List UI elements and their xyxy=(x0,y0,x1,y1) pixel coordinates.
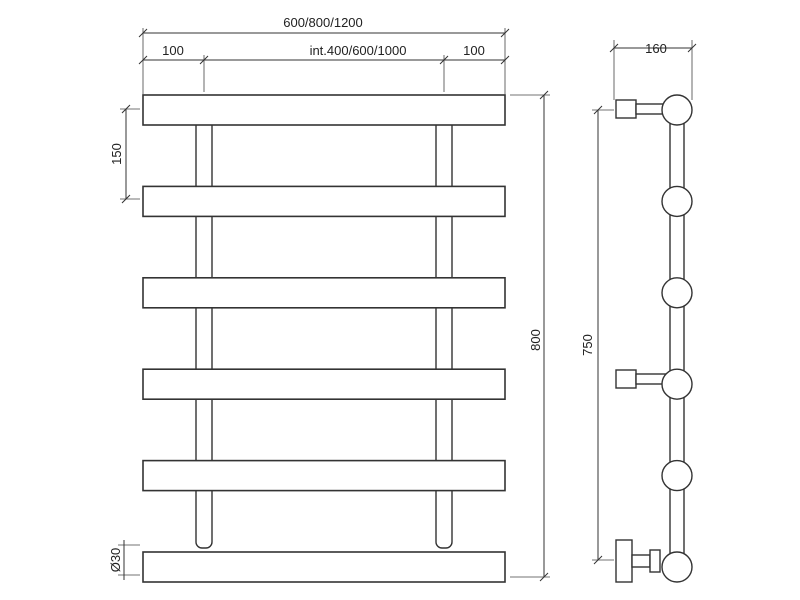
side-vertical-pipe xyxy=(669,99,685,569)
side-ball xyxy=(661,368,693,400)
side-ball xyxy=(661,277,693,309)
depth-dimension: 160 xyxy=(609,40,697,100)
side-ball xyxy=(661,185,693,218)
overall-width-label: 600/800/1200 xyxy=(283,15,363,30)
horizontal-bar xyxy=(142,459,506,492)
pipe-diameter-label: Ø30 xyxy=(108,548,123,573)
pipe-diameter-dimension: Ø30 xyxy=(108,540,140,580)
depth-label: 160 xyxy=(645,41,667,56)
overall-height-dimension: 800 xyxy=(510,90,550,582)
interaxis-dimension: 100 int.400/600/1000 100 xyxy=(138,43,510,92)
side-view: 160 750 xyxy=(580,40,697,583)
horizontal-bars xyxy=(142,94,506,583)
side-ball xyxy=(661,94,693,126)
front-view: 600/800/1200 100 int.400/600/1000 100 15… xyxy=(108,15,550,583)
bar-spacing-label: 150 xyxy=(109,143,124,165)
interaxis-label: int.400/600/1000 xyxy=(310,43,407,58)
overall-width-dimension: 600/800/1200 xyxy=(138,15,510,95)
horizontal-bar xyxy=(142,276,506,309)
mount-height-dimension: 750 xyxy=(580,105,614,565)
side-balls xyxy=(661,94,693,583)
side-ball xyxy=(661,551,693,583)
left-offset-label: 100 xyxy=(162,43,184,58)
mount-height-label: 750 xyxy=(580,334,595,356)
side-ball xyxy=(661,459,693,492)
overall-height-label: 800 xyxy=(528,329,543,351)
right-offset-label: 100 xyxy=(463,43,485,58)
bar-spacing-dimension: 150 xyxy=(109,104,140,204)
horizontal-bar xyxy=(142,368,506,401)
horizontal-bar xyxy=(142,94,506,126)
bottom-wall-bracket xyxy=(615,539,661,583)
horizontal-bar xyxy=(142,185,506,218)
horizontal-bar xyxy=(142,551,506,583)
